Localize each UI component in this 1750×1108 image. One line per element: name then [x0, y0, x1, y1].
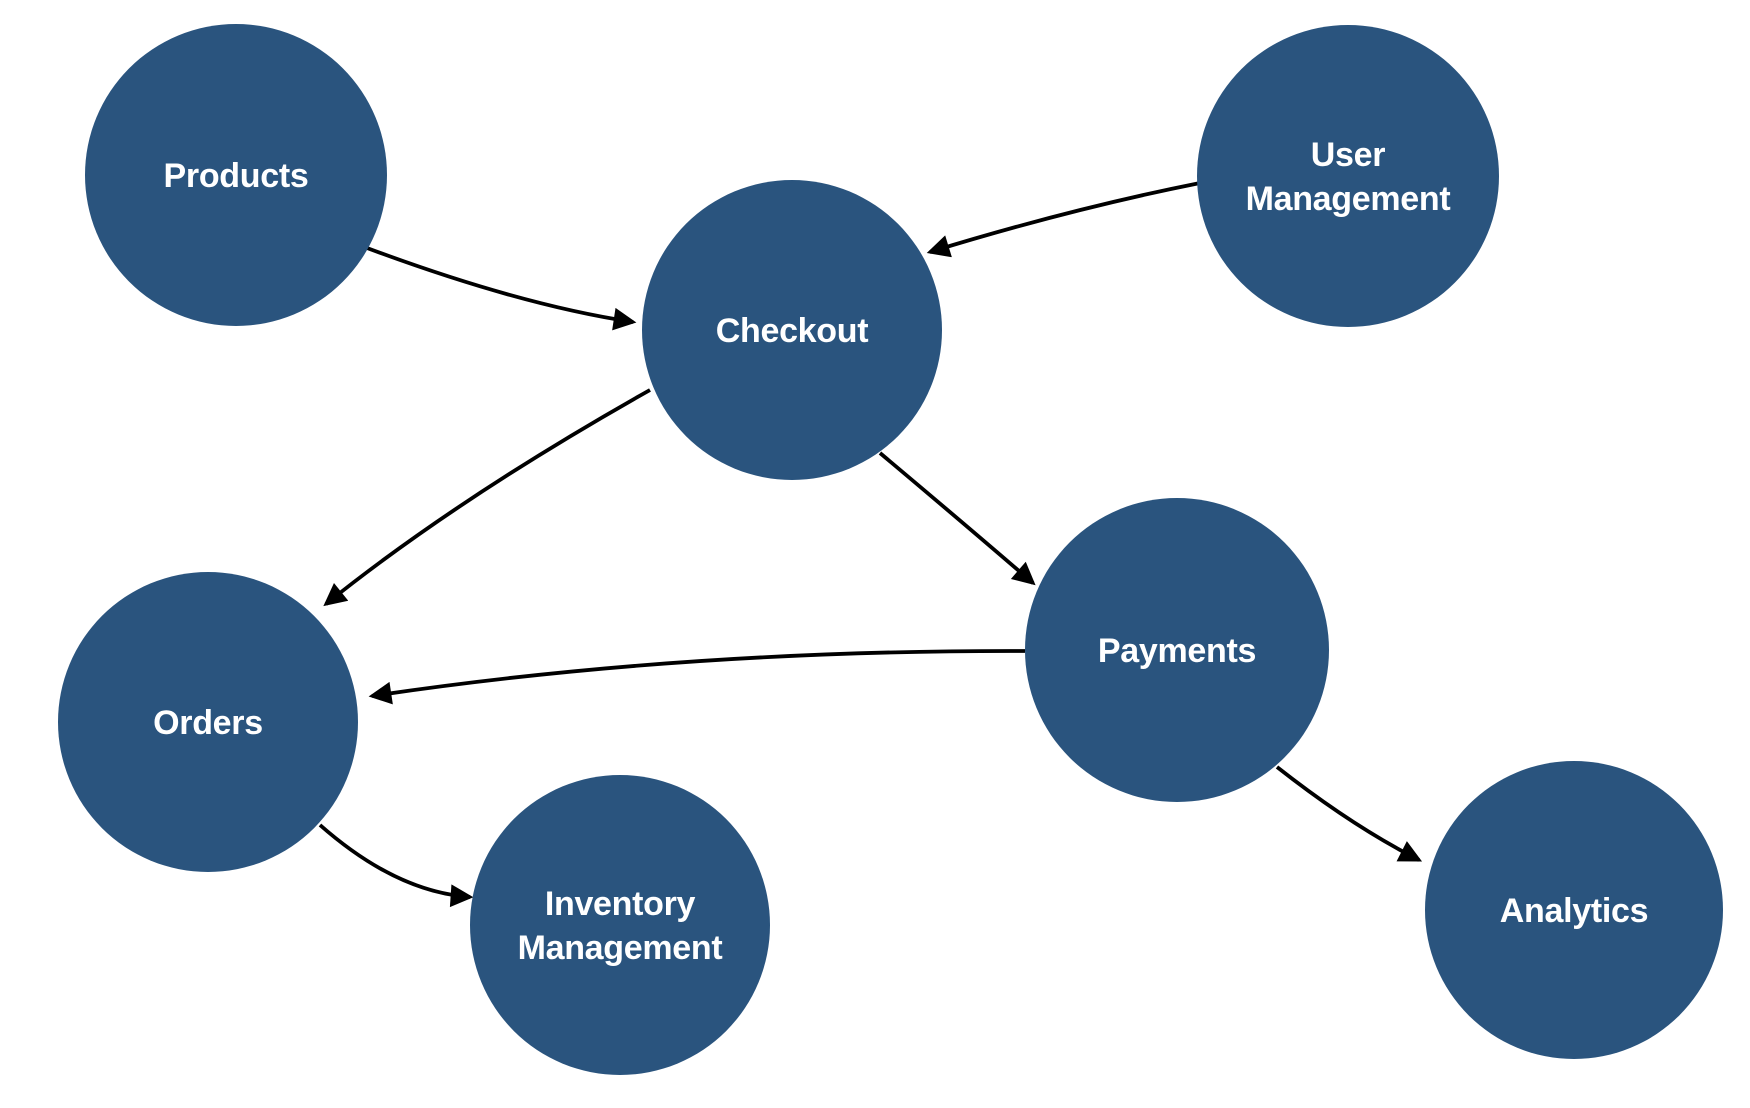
edge-checkout-to-payments	[878, 451, 1036, 586]
node-orders-circle	[58, 572, 358, 872]
node-checkout-label: Checkout	[716, 312, 869, 350]
edge-payments-to-orders	[368, 649, 1026, 705]
node-products[interactable]: Products	[85, 24, 387, 326]
node-checkout-circle	[642, 180, 942, 480]
node-orders-label: Orders	[153, 704, 263, 742]
node-payments-label: Payments	[1098, 632, 1256, 670]
edge-products-to-checkout	[366, 246, 637, 331]
node-products-label: Products	[164, 157, 309, 195]
node-orders[interactable]: Orders	[58, 572, 358, 872]
edge-payments-to-analytics	[1275, 765, 1423, 862]
node-analytics-label: Analytics	[1500, 892, 1648, 930]
node-analytics[interactable]: Analytics	[1425, 761, 1723, 1059]
node-checkout[interactable]: Checkout	[642, 180, 942, 480]
node-user-management-circle	[1197, 25, 1499, 327]
node-payments-circle	[1025, 498, 1329, 802]
edge-orders-to-inventory-management	[318, 823, 474, 908]
node-payments[interactable]: Payments	[1025, 498, 1329, 802]
node-inventory-management-circle	[470, 775, 770, 1075]
node-products-circle	[85, 24, 387, 326]
node-analytics-circle	[1425, 761, 1723, 1059]
edge-checkout-to-orders	[323, 388, 651, 607]
edge-user-management-to-checkout	[926, 181, 1201, 258]
